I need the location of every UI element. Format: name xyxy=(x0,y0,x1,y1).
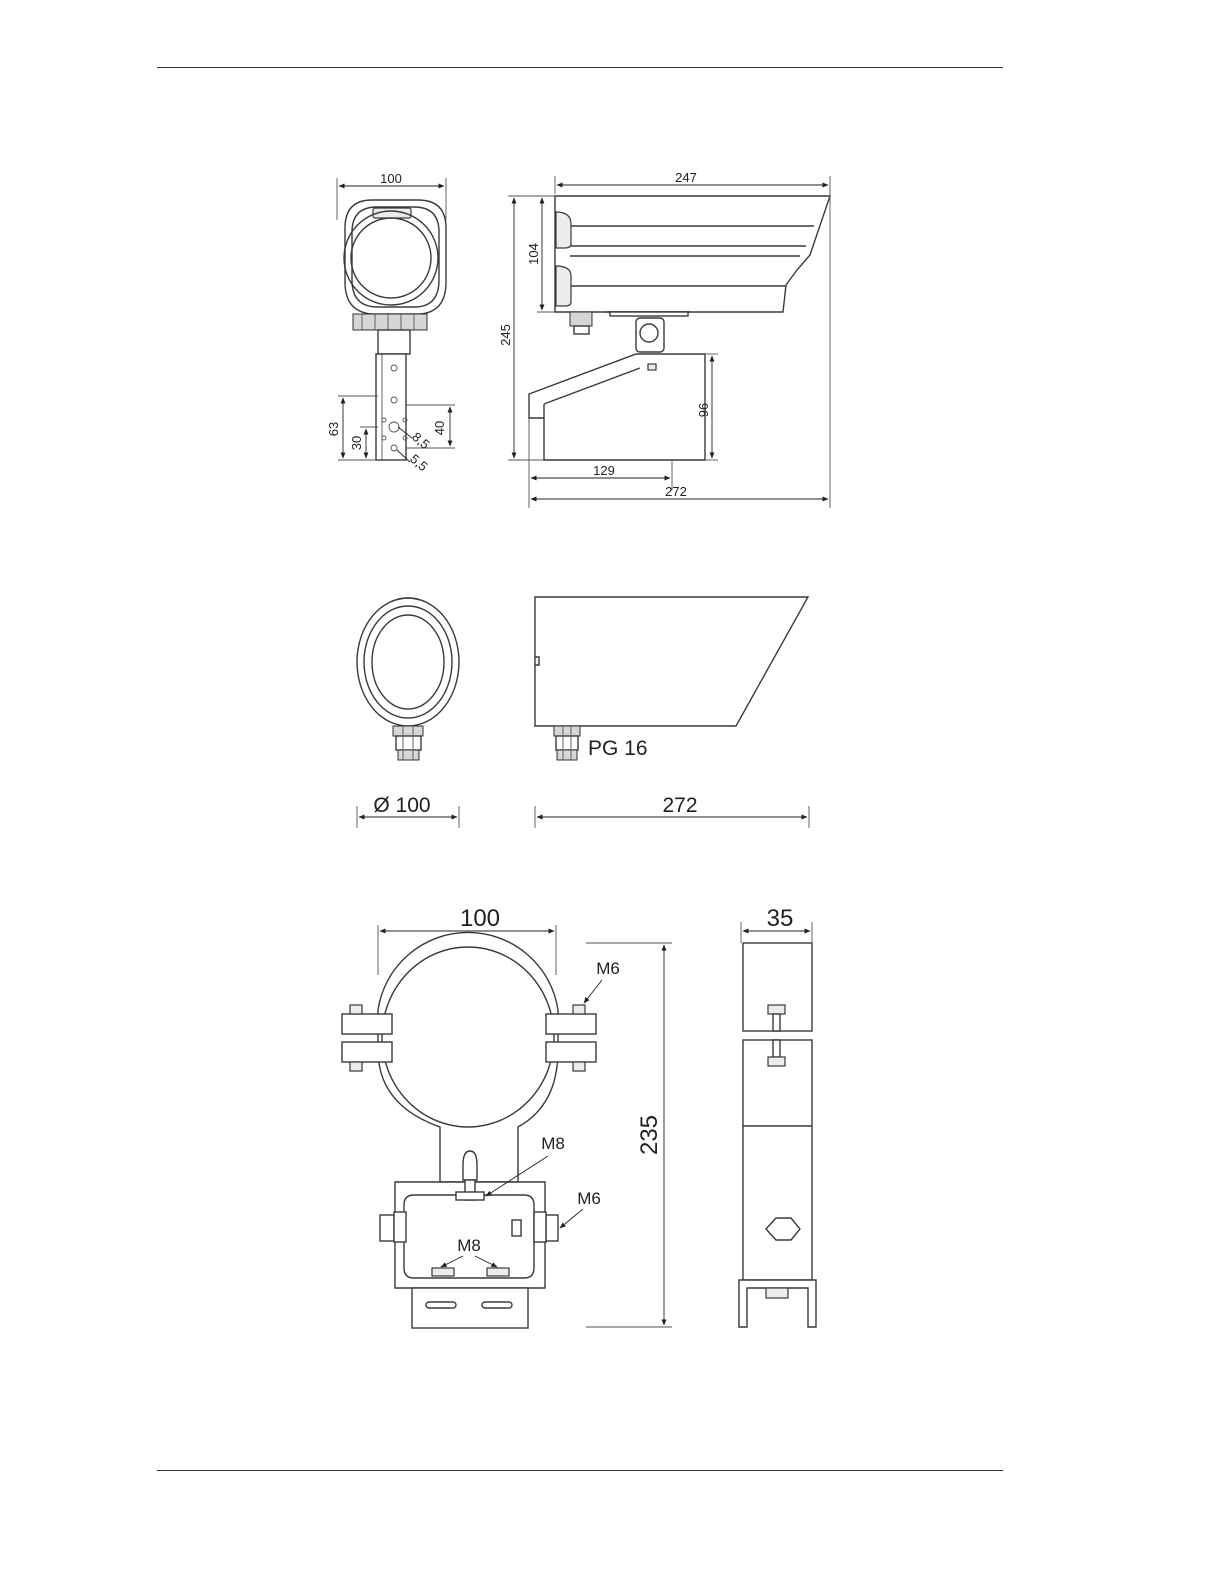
dim-bracket-height: 96 xyxy=(696,403,711,417)
dim-hole-small: 5,5 xyxy=(407,451,430,474)
sunshield-dimensions: Ø 100 272 xyxy=(357,794,809,828)
dim-hole-large: 8,5 xyxy=(409,429,432,452)
dim-bracket-depth: 129 xyxy=(593,463,615,478)
housing-side-view xyxy=(529,196,830,460)
clamp-side-view xyxy=(739,943,816,1327)
dim-clamp-width: 100 xyxy=(460,905,500,932)
dim-63: 63 xyxy=(326,422,341,436)
clamp-side-dimensions: 35 xyxy=(741,905,812,943)
housing-front-view xyxy=(344,200,446,460)
dim-overall-length: 272 xyxy=(665,484,687,499)
label-m6-top: M6 xyxy=(596,959,620,978)
dim-overall-height: 245 xyxy=(498,324,513,346)
label-m6-side: M6 xyxy=(577,1189,601,1208)
dim-side-length: 247 xyxy=(675,170,697,185)
dim-40: 40 xyxy=(432,421,447,435)
sunshield-side-view: PG 16 xyxy=(535,597,808,760)
label-pg16: PG 16 xyxy=(588,737,648,760)
label-m8-base: M8 xyxy=(457,1236,481,1255)
dim-clamp-height: 235 xyxy=(636,1115,663,1155)
dim-front-width: 100 xyxy=(380,171,402,186)
dim-diameter: Ø 100 xyxy=(373,794,430,817)
clamp-front-view xyxy=(342,932,596,1328)
sunshield-front-view xyxy=(357,598,459,760)
dim-side-height: 104 xyxy=(526,243,541,265)
dim-30: 30 xyxy=(349,436,364,450)
dim-side-width: 35 xyxy=(767,905,794,932)
dim-sunshield-length: 272 xyxy=(662,794,697,817)
label-m8-center: M8 xyxy=(541,1134,565,1153)
